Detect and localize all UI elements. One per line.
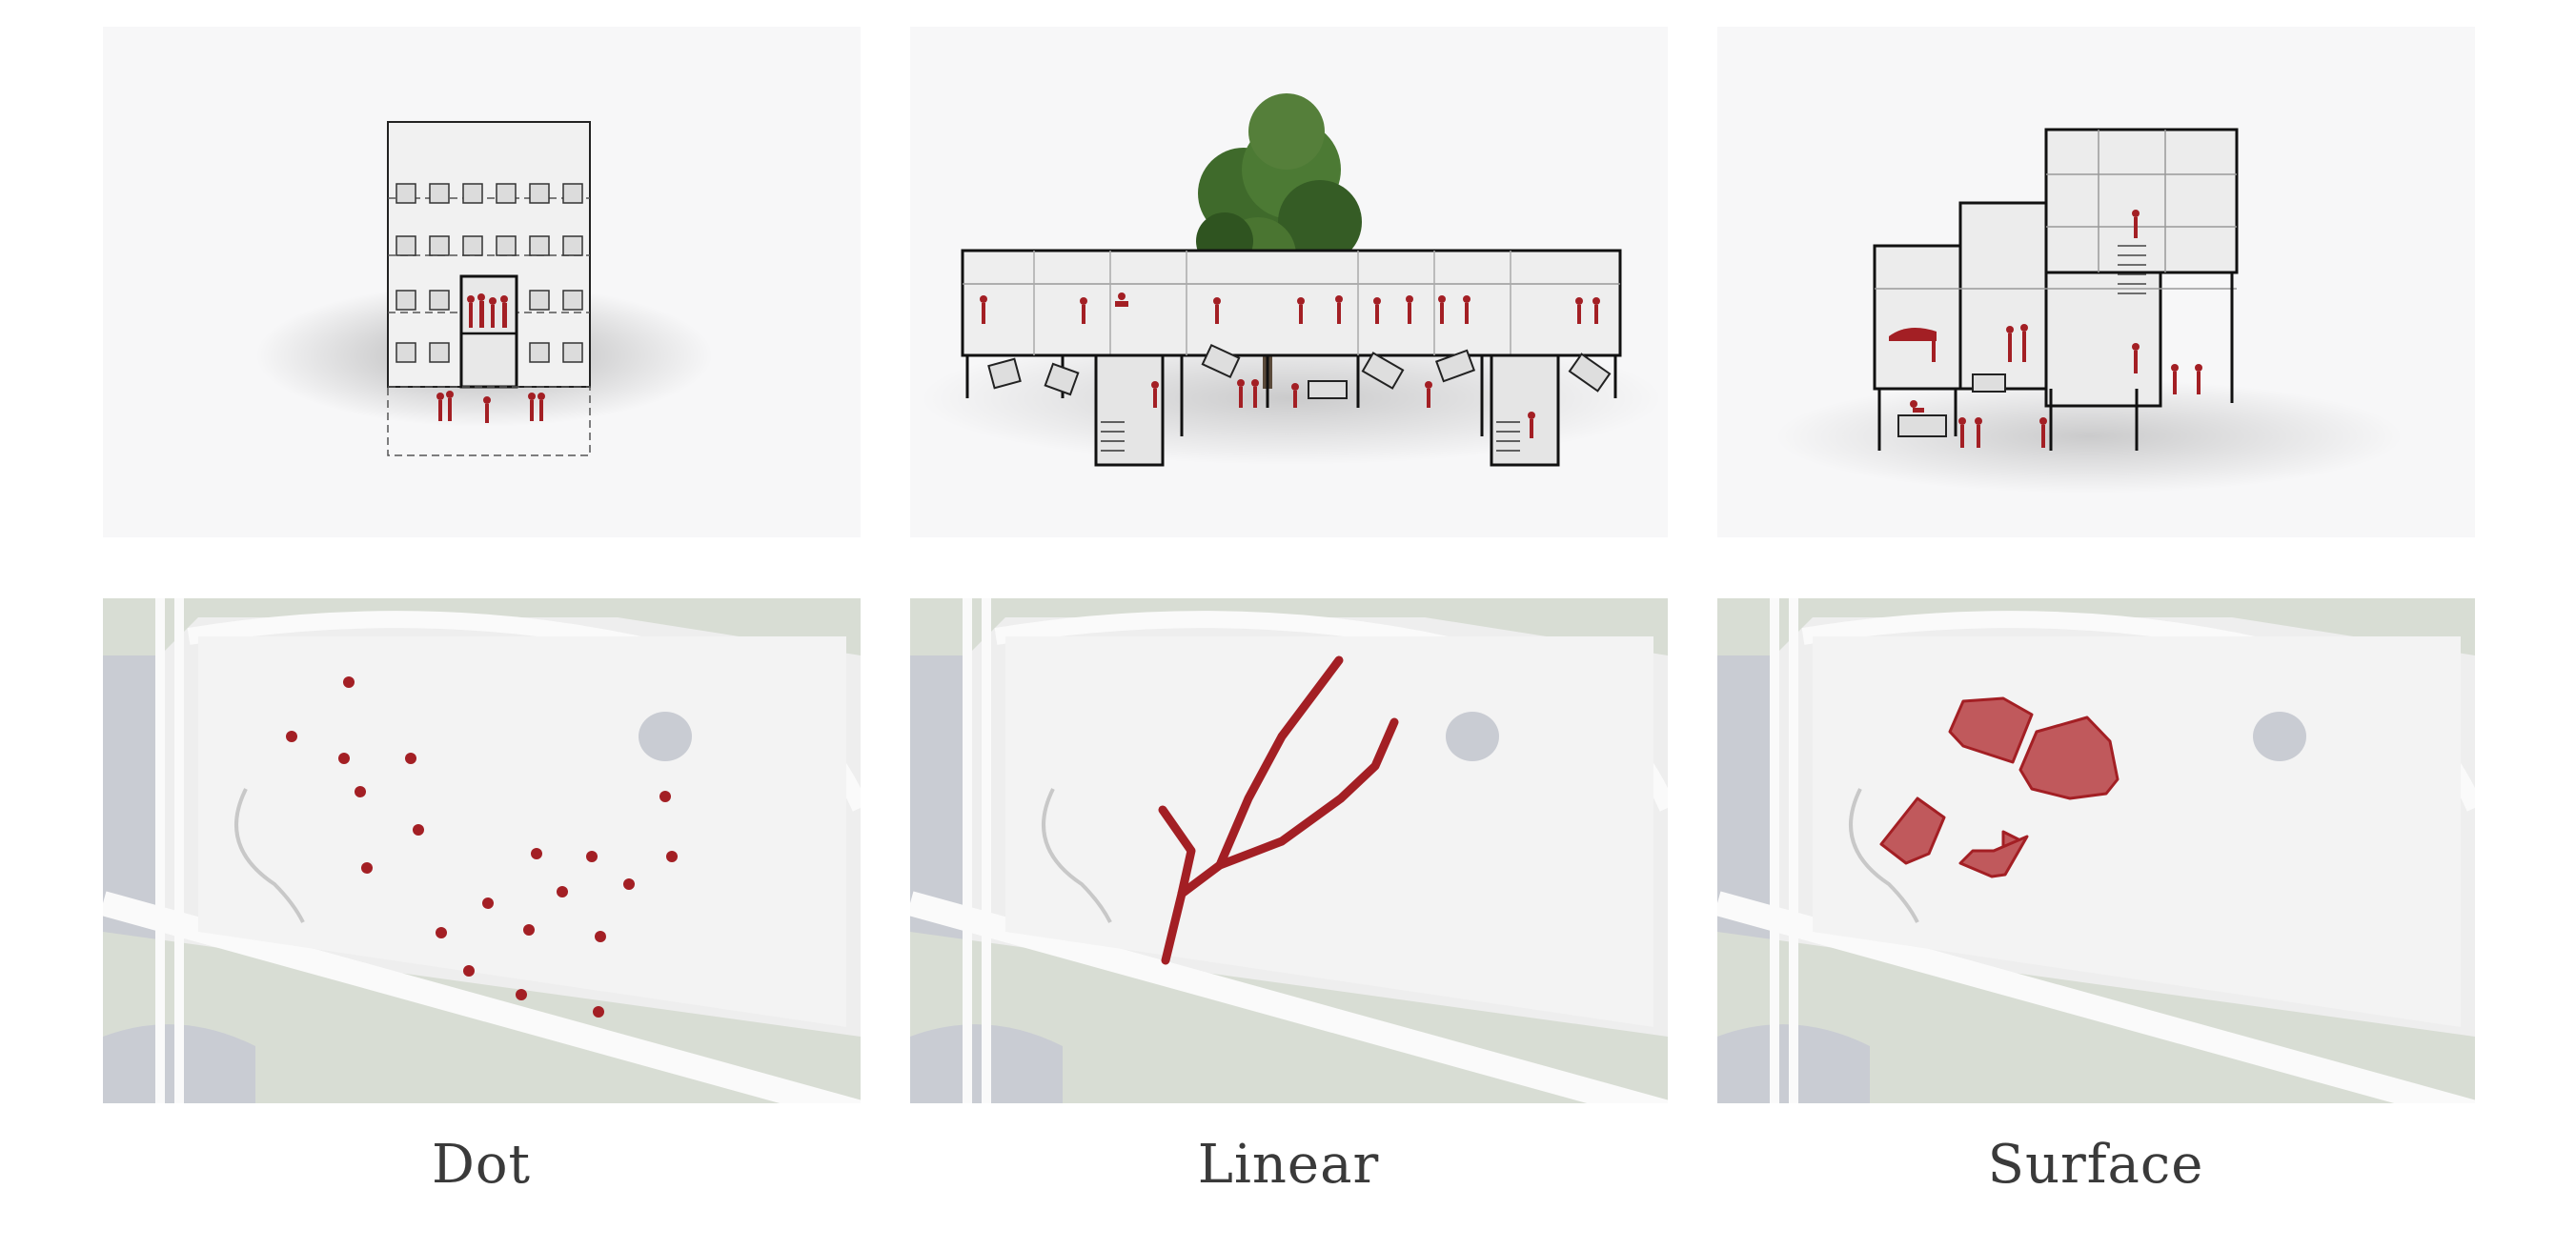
caption-linear: Linear (1197, 1134, 1380, 1196)
stair-tower-left (1094, 353, 1165, 467)
dot-marker (666, 851, 678, 862)
dot-marker (413, 824, 424, 836)
surface-area (1958, 835, 2029, 878)
site-map-linear (910, 598, 1668, 1103)
dot-marker (482, 897, 494, 909)
dot-marker (343, 676, 355, 688)
surface-area (1879, 796, 1946, 865)
dot-marker (338, 753, 350, 764)
dot-marker (516, 989, 527, 1000)
dot-marker (557, 886, 568, 897)
building-elevation-drawing (255, 121, 713, 456)
dot-marker (463, 965, 475, 977)
people-figures (1889, 210, 2202, 448)
dot-marker (361, 862, 373, 874)
dot-marker (531, 848, 542, 859)
linear-path-branch-right (1215, 655, 1344, 870)
dot-site-map (103, 598, 861, 1103)
dot-marker (286, 731, 297, 742)
window-grid (396, 183, 583, 363)
surface-volume-section (1717, 27, 2475, 537)
caption-dot: Dot (431, 1134, 532, 1196)
dot-marker (436, 927, 447, 938)
dot-marker (586, 851, 598, 862)
people-figures (980, 292, 1600, 438)
linear-site-map (910, 598, 1668, 1103)
linear-paths (1158, 655, 1399, 965)
surface-area (2018, 716, 2120, 800)
inserted-module (459, 274, 518, 389)
surface-site-map (1717, 598, 2475, 1103)
site-map-surface (1717, 598, 2475, 1103)
dot-marker (659, 791, 671, 802)
dot-marker (593, 1006, 604, 1018)
dot-marker (405, 753, 416, 764)
dot-marker (355, 786, 366, 797)
dot-building-elevation (103, 27, 861, 537)
caption-surface: Surface (1987, 1134, 2204, 1196)
surface-area (1948, 696, 2034, 764)
linear-path-branch-left (1158, 805, 1196, 898)
stair-tower-right (1490, 353, 1560, 467)
corridor-section-drawing (920, 93, 1663, 467)
dot-marker (523, 924, 535, 936)
surface-areas (1879, 696, 2120, 878)
volume-section-drawing (1775, 128, 2404, 494)
dot-marker (595, 931, 606, 942)
site-map-dot (103, 598, 861, 1103)
linear-corridor-section (910, 27, 1668, 537)
people-figures (436, 293, 545, 423)
dot-markers (286, 676, 678, 1018)
dot-marker (623, 878, 635, 890)
